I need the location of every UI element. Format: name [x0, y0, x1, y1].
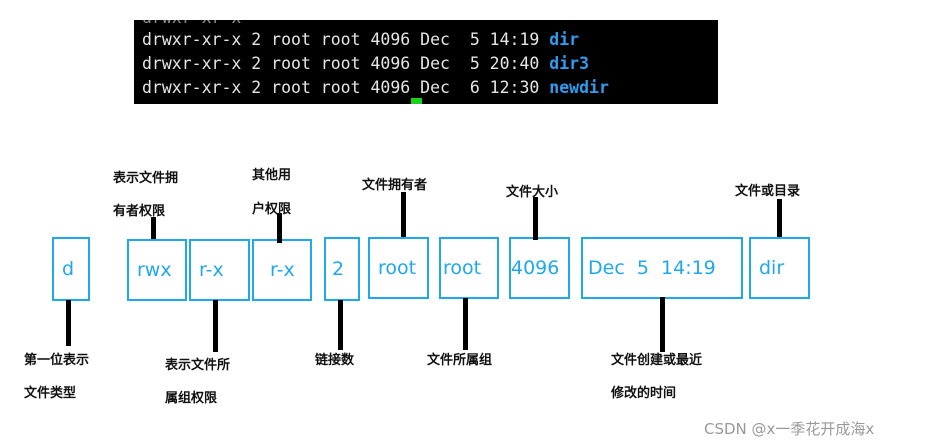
field-other-perm: r-x [252, 239, 312, 301]
watermark: CSDN @x一季花开成海x [704, 420, 875, 438]
label-type: 第一位表示 [24, 353, 90, 368]
label-group: 文件所属组 [427, 353, 493, 368]
label-other-perm: 其他用 [252, 168, 292, 183]
field-time: Dec 5 14:19 [581, 237, 743, 299]
label-owner-perm: 有者权限 [113, 204, 166, 219]
label-links: 链接数 [315, 353, 355, 368]
connector-line [213, 300, 218, 352]
field-size: 4096 [509, 237, 570, 299]
connector-line [401, 192, 406, 237]
label-owner-perm: 表示文件拥 [113, 171, 179, 186]
connector-line [533, 197, 538, 240]
label-time: 文件创建或最近 [611, 353, 703, 368]
label-other-perm: 户权限 [252, 202, 292, 217]
label-size: 文件大小 [506, 185, 559, 200]
terminal-line: drwxr-xr-x 2 root root 4096 Dec 5 14:19 … [142, 30, 580, 49]
label-owner: 文件拥有者 [362, 178, 428, 193]
label-group-perm: 表示文件所 [165, 358, 231, 373]
connector-line [777, 199, 782, 237]
field-links: 2 [324, 237, 360, 301]
terminal-line: drwxr-xr-x 2 root root 4096 Dec 6 12:30 … [142, 78, 609, 97]
connector-line [277, 213, 282, 243]
label-type: 文件类型 [24, 386, 77, 401]
field-owner: root [368, 237, 429, 299]
label-group-perm: 属组权限 [165, 391, 218, 406]
label-time: 修改的时间 [611, 386, 677, 401]
connector-line [338, 300, 343, 350]
terminal-cursor [411, 98, 422, 104]
connector-line [66, 300, 71, 346]
terminal-partial-line: drwxr-xr-x [142, 20, 241, 28]
terminal-line: drwxr-xr-x 2 root root 4096 Dec 5 20:40 … [142, 54, 590, 73]
connector-line [660, 297, 665, 352]
field-name: dir [749, 237, 810, 299]
field-owner-perm: rwx [127, 239, 187, 301]
label-name: 文件或目录 [735, 184, 801, 199]
connector-line [151, 217, 156, 239]
field-group: root [439, 237, 499, 299]
terminal-screenshot: drwxr-xr-x drwxr-xr-x 2 root root 4096 D… [134, 20, 718, 104]
connector-line [463, 298, 468, 350]
field-group-perm: r-x [189, 239, 250, 301]
field-type: d [52, 237, 90, 301]
